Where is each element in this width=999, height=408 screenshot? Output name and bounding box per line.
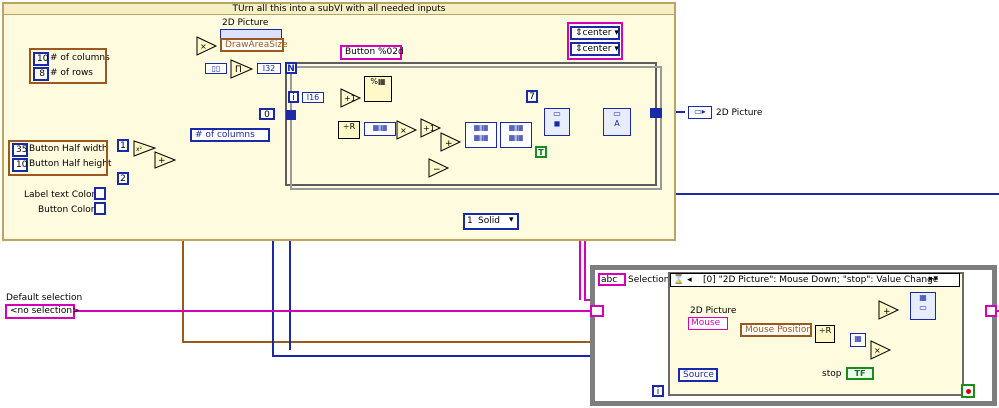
power-node[interactable]: x² + — [133, 140, 183, 170]
const-7[interactable]: 7 — [526, 90, 538, 103]
abc-indicator: abc — [598, 273, 626, 286]
bundle-node-3[interactable]: ▦▦▦▦ — [500, 122, 532, 148]
center-v-label: center — [582, 44, 612, 54]
subtract-node[interactable]: − — [428, 158, 450, 178]
svg-text:+: + — [883, 307, 891, 317]
draw-text-node[interactable]: ▭A — [603, 108, 631, 136]
event-picture-label: 2D Picture — [690, 306, 737, 316]
half-width-input[interactable]: 35 — [12, 143, 28, 157]
columns-local-variable[interactable]: # of columns — [190, 128, 270, 142]
selection-label: Selection — [628, 275, 670, 285]
stop-circle-icon — [966, 389, 971, 394]
svg-text:+1: +1 — [344, 94, 356, 103]
solid-value: 1 — [467, 216, 473, 226]
event-hourglass-icon: ⌛ ◂ — [673, 275, 692, 285]
button-format-string[interactable]: Button %02d — [340, 45, 404, 60]
mouse-label: Mouse — [691, 318, 721, 328]
mouse-terminal[interactable]: Mouse — [688, 317, 728, 330]
mouse-position[interactable]: Mouse Position — [740, 323, 812, 337]
shift-register-right — [650, 108, 662, 118]
half-width-label: Button Half width — [29, 144, 108, 154]
bundle-node-4[interactable]: ▦ — [850, 333, 866, 347]
multiply-node[interactable]: × — [196, 36, 218, 56]
columns-rows-cluster — [29, 48, 107, 84]
center-h-enum[interactable]: ⇕center ▾ — [570, 26, 620, 40]
rows-label: # of rows — [50, 68, 93, 78]
draw-area-size[interactable]: DrawAreaSize — [220, 38, 288, 52]
solid-enum[interactable]: 1 Solid ▾ — [463, 213, 519, 230]
const-i32[interactable]: I32 — [257, 63, 281, 74]
solid-label: Solid — [478, 216, 500, 226]
quotient-remainder-node[interactable]: ÷R — [338, 121, 360, 139]
solid-dropdown-icon: ▾ — [509, 215, 514, 225]
svg-text:×: × — [874, 346, 881, 355]
product-node[interactable]: Π — [230, 59, 254, 79]
draw-rect-node[interactable]: ▭◼ — [544, 108, 570, 136]
svg-text:x²: x² — [136, 146, 143, 153]
for-loop-shadow — [290, 66, 662, 190]
shift-register-pink-right — [985, 305, 997, 317]
const-0[interactable]: 0 — [259, 108, 275, 120]
label-color-label: Label text Color — [24, 190, 96, 200]
format-into-string-node[interactable]: %▦ — [364, 76, 392, 102]
picture-indicator-icon: ▭▸ — [688, 106, 712, 119]
while-loop-i: i — [652, 385, 664, 397]
const-i16[interactable]: I16 — [302, 92, 324, 103]
event-dropdown-icon: ▸▾ — [929, 274, 939, 284]
const-2[interactable]: 2 — [117, 172, 129, 185]
picture-node-title: 2D Picture — [222, 18, 269, 28]
svg-text:+1: +1 — [423, 124, 435, 133]
add-node-3[interactable]: + — [878, 300, 900, 320]
quotient-remainder-node-2[interactable]: ÷R — [815, 325, 835, 343]
svg-text:×: × — [400, 126, 407, 135]
rows-input[interactable]: 8 — [33, 67, 49, 81]
half-height-label: Button Half height — [29, 159, 112, 169]
svg-text:+: + — [445, 139, 453, 149]
loop-iteration-i: i — [288, 91, 299, 103]
true-constant[interactable]: T — [535, 146, 547, 158]
source-label: Source — [683, 370, 714, 380]
stop-label: stop — [822, 369, 842, 379]
bundle-node-2[interactable]: ▦▦▦▦ — [465, 122, 497, 148]
label-color-input[interactable] — [94, 187, 106, 200]
loop-condition-stop[interactable] — [961, 384, 975, 398]
columns-label: # of columns — [50, 53, 110, 63]
button-color-label: Button Color — [38, 205, 95, 215]
increment-node[interactable]: +1 — [340, 88, 362, 108]
center-v-enum[interactable]: ⇕center ▾ — [570, 42, 620, 56]
const-1[interactable]: 1 — [117, 139, 129, 152]
center-h-label: center — [582, 28, 612, 38]
frame-title: TUrn all this into a subVI with all need… — [4, 4, 674, 15]
event-case-selector[interactable]: ⌛ ◂ [0] "2D Picture": Mouse Down; "stop"… — [670, 273, 960, 287]
columns-input[interactable]: 10 — [33, 52, 49, 66]
default-selection-input[interactable]: <no selection> — [5, 304, 80, 319]
button-color-input[interactable] — [94, 202, 106, 215]
index-array-node[interactable]: ▦▭ — [910, 292, 936, 320]
out-picture-label: 2D Picture — [716, 108, 763, 118]
half-height-input[interactable]: 10 — [12, 158, 28, 172]
for-loop — [285, 62, 657, 186]
bundle-node-1[interactable]: ▦▦ — [364, 122, 396, 136]
svg-text:−: − — [433, 165, 441, 175]
multiply-node-3[interactable]: × — [870, 340, 892, 360]
default-selection-label: Default selection — [6, 293, 83, 303]
shift-register-pink — [590, 305, 604, 317]
source-terminal[interactable]: Source — [678, 368, 718, 382]
event-case-label: [0] "2D Picture": Mouse Down; "stop": Va… — [703, 275, 939, 285]
stop-button-terminal[interactable]: TF — [846, 367, 874, 380]
svg-text:+: + — [158, 156, 166, 166]
array-node[interactable]: ▯▯ — [205, 63, 227, 74]
multiply-node-2[interactable]: × — [396, 120, 418, 140]
increment-node-2[interactable]: +1 — [420, 118, 442, 138]
svg-text:Π: Π — [235, 65, 242, 75]
add-node-2[interactable]: + — [440, 132, 462, 152]
loop-count-n: N — [285, 62, 297, 74]
svg-text:×: × — [200, 42, 207, 51]
shift-register-left — [286, 110, 296, 120]
half-size-cluster — [8, 140, 108, 176]
